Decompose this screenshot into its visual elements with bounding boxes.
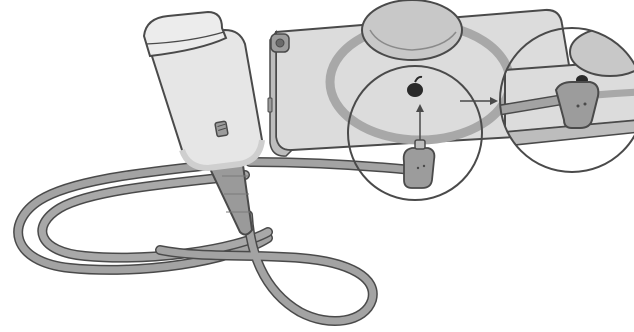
probe-grip-indicator [215, 121, 228, 137]
tablet-camera [271, 34, 289, 52]
tablet-pad [362, 0, 462, 60]
ultrasound-probe [144, 12, 262, 235]
tablet-side-button [268, 98, 272, 112]
cable [18, 162, 412, 321]
usb-c-connector [404, 140, 435, 188]
